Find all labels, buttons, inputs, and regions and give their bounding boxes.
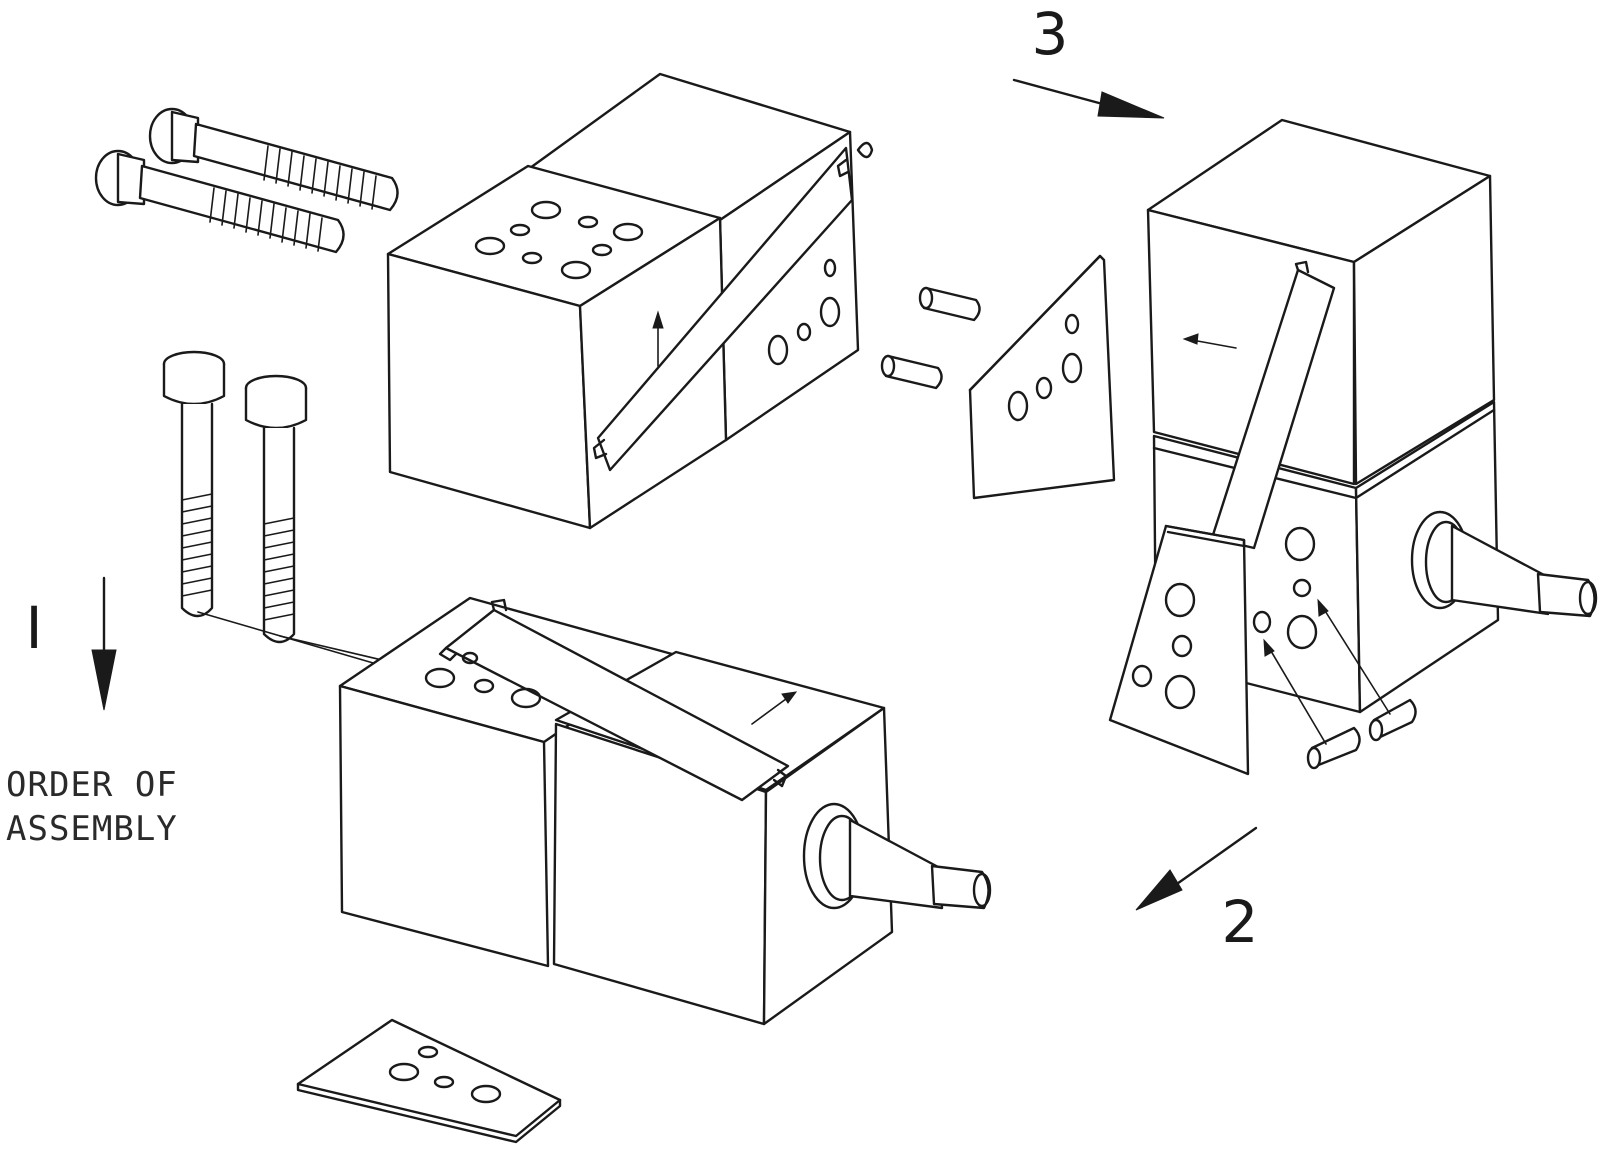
screw-horizontal-lower <box>94 149 345 254</box>
top-block-assembly <box>386 72 874 530</box>
step-2-indicator: 2 <box>1135 826 1259 956</box>
legend-line-2: ASSEMBLY <box>6 809 178 849</box>
right-block-assembly <box>1108 118 1598 776</box>
step-1-label: I <box>25 594 42 662</box>
step-2-label: 2 <box>1222 888 1259 956</box>
dowel-pins-middle <box>880 286 981 390</box>
screw-horizontal-upper <box>148 107 399 212</box>
step-3-arrow <box>1097 91 1165 119</box>
step-1-arrow <box>91 649 117 711</box>
screw-vertical-right <box>244 374 308 644</box>
wedge-plate-flat <box>296 1018 562 1144</box>
horizontal-screws <box>94 107 399 254</box>
wedge-plate-upright <box>968 254 1116 500</box>
order-of-assembly-legend: ORDER OF ASSEMBLY <box>6 765 178 849</box>
step-3-indicator: 3 <box>1012 0 1165 119</box>
step-1-indicator: I <box>25 576 117 711</box>
screw-vertical-left <box>162 350 226 618</box>
legend-line-1: ORDER OF <box>6 765 178 805</box>
step-3-label: 3 <box>1032 0 1069 68</box>
step-2-arrow <box>1135 869 1183 911</box>
bottom-block-assembly <box>338 596 992 1026</box>
